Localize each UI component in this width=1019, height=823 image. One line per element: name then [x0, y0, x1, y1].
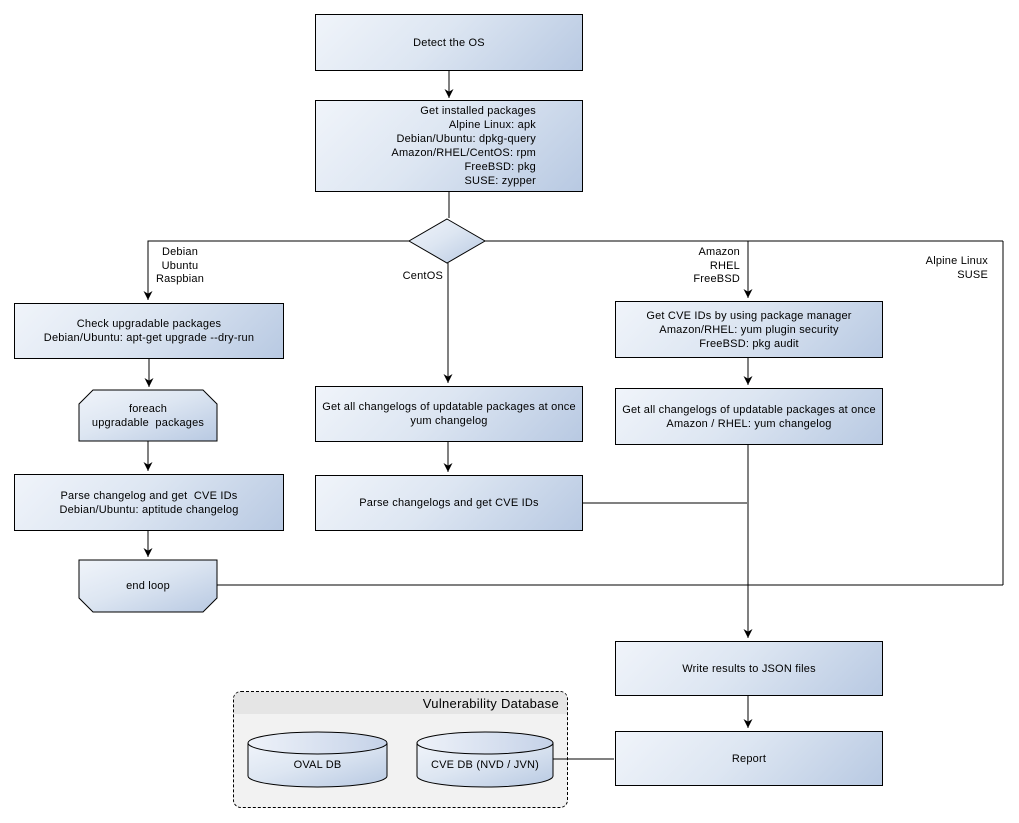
branch-line: SUSE	[957, 268, 988, 281]
node-line: foreach	[128, 402, 168, 415]
end-loop-label: end loop	[79, 560, 217, 612]
vulnerability-database-header: Vulnerability Database	[234, 692, 567, 714]
branch-label-amazon: Amazon RHEL FreeBSD	[680, 246, 740, 287]
node-line: Amazon / RHEL: yum changelog	[666, 417, 832, 430]
foreach-loop-label: foreach upgradable packages	[79, 390, 217, 441]
node-line: Debian/Ubuntu: aptitude changelog	[59, 503, 239, 516]
node-line: Debian/Ubuntu: dpkg-query	[396, 133, 536, 145]
node-line: SUSE: zypper	[464, 175, 536, 187]
branch-line: CentOS	[402, 270, 443, 282]
node-line: Write results to JSON files	[682, 662, 816, 675]
node-line: FreeBSD: pkg	[464, 161, 536, 173]
node-report: Report	[615, 731, 883, 786]
branch-line: Amazon	[698, 246, 740, 258]
branch-label-alpine: Alpine Linux SUSE	[880, 255, 988, 282]
node-check-upgradable-packages: Check upgradable packages Debian/Ubuntu:…	[14, 303, 284, 359]
node-line: Amazon/RHEL/CentOS: rpm	[391, 147, 536, 159]
branch-line: RHEL	[709, 259, 740, 272]
node-line: Parse changelog and get CVE IDs	[60, 489, 238, 502]
cve-db-label: CVE DB (NVD / JVN)	[417, 748, 553, 782]
node-line: end loop	[126, 580, 170, 592]
node-get-installed-packages: Get installed packages Alpine Linux: apk…	[315, 100, 583, 192]
node-line: Check upgradable packages	[76, 318, 222, 330]
oval-db-cylinder-body	[247, 743, 388, 788]
node-line: Report	[731, 752, 767, 765]
node-parse-changelogs-centos: Parse changelogs and get CVE IDs	[315, 475, 583, 531]
node-detect-os: Detect the OS	[315, 14, 583, 71]
node-get-changelogs-centos: Get all changelogs of updatable packages…	[315, 386, 583, 442]
node-line: yum changelog	[410, 415, 488, 427]
node-line: CVE DB (NVD / JVN)	[430, 759, 540, 771]
cve-db-cylinder-body	[416, 743, 554, 788]
branch-line: Debian	[161, 246, 199, 258]
connectors	[143, 71, 1004, 760]
node-line: FreeBSD: pkg audit	[699, 337, 799, 350]
node-line: Debian/Ubuntu: apt-get upgrade --dry-run	[43, 332, 255, 344]
cve-db-cylinder-icon	[416, 731, 554, 788]
cve-db-cylinder-top	[416, 731, 554, 755]
branch-label-centos: CentOS	[383, 270, 443, 284]
node-parse-changelog-debian: Parse changelog and get CVE IDs Debian/U…	[14, 474, 284, 531]
branch-line: Raspbian	[155, 273, 205, 285]
branch-line: Alpine Linux	[925, 255, 988, 267]
branch-line: FreeBSD	[693, 273, 740, 285]
branch-label-debian: Debian Ubuntu Raspbian	[150, 246, 210, 287]
node-write-results-json: Write results to JSON files	[615, 641, 883, 696]
node-line: Get all changelogs of updatable packages…	[622, 403, 876, 416]
node-line: Amazon/RHEL: yum plugin security	[659, 323, 839, 336]
node-line: Alpine Linux: apk	[448, 119, 536, 131]
oval-db-cylinder-icon	[247, 731, 388, 788]
end-loop-shape	[78, 559, 218, 613]
os-decision-diamond	[408, 218, 486, 264]
node-line: Get all changelogs of updatable packages…	[322, 401, 576, 413]
node-get-changelogs-amazon: Get all changelogs of updatable packages…	[615, 388, 883, 445]
node-line: Parse changelogs and get CVE IDs	[359, 497, 539, 509]
node-line: upgradable packages	[91, 416, 205, 429]
node-get-cve-ids-package-manager: Get CVE IDs by using package manager Ama…	[615, 301, 883, 358]
node-line: Get CVE IDs by using package manager	[646, 309, 852, 322]
vulnerability-database-title: Vulnerability Database	[422, 695, 559, 711]
foreach-loop-shape	[78, 389, 218, 442]
node-line: Get installed packages	[420, 105, 536, 117]
node-detect-os-label: Detect the OS	[413, 36, 485, 49]
branch-line: Ubuntu	[161, 259, 199, 272]
node-line: OVAL DB	[293, 759, 342, 771]
oval-db-label: OVAL DB	[248, 748, 387, 782]
connector-decision-to-check-upgradable	[143, 240, 410, 300]
oval-db-cylinder-top	[247, 731, 388, 755]
